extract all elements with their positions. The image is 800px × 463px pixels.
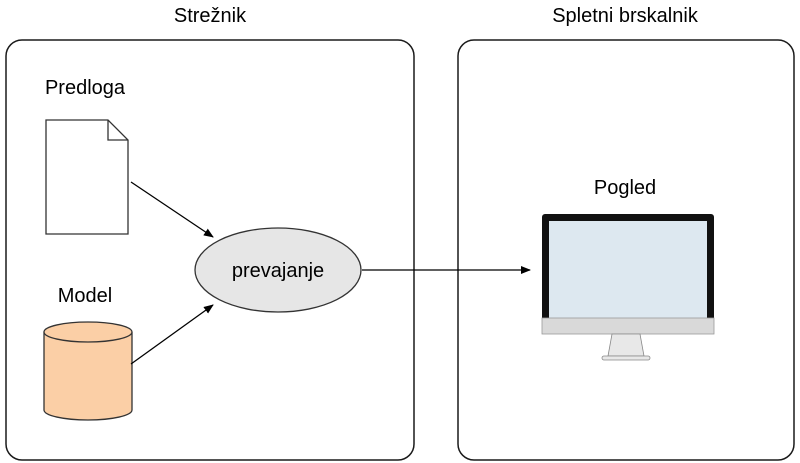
browser-panel bbox=[457, 39, 795, 461]
monitor-icon bbox=[541, 214, 715, 361]
browser-title: Spletni brskalnik bbox=[552, 5, 699, 27]
template-label: Predloga bbox=[45, 77, 126, 99]
view-label: Pogled bbox=[594, 177, 656, 199]
model-label: Model bbox=[58, 285, 112, 307]
compilation-label: prevajanje bbox=[232, 260, 324, 282]
server-title: Strežnik bbox=[174, 5, 247, 27]
server-panel bbox=[5, 39, 415, 461]
arrow-model-to-compile bbox=[130, 304, 214, 365]
document-icon bbox=[45, 119, 129, 235]
compilation-node: prevajanje bbox=[194, 227, 362, 313]
database-icon bbox=[43, 321, 133, 421]
arrow-template-to-compile bbox=[130, 181, 214, 238]
